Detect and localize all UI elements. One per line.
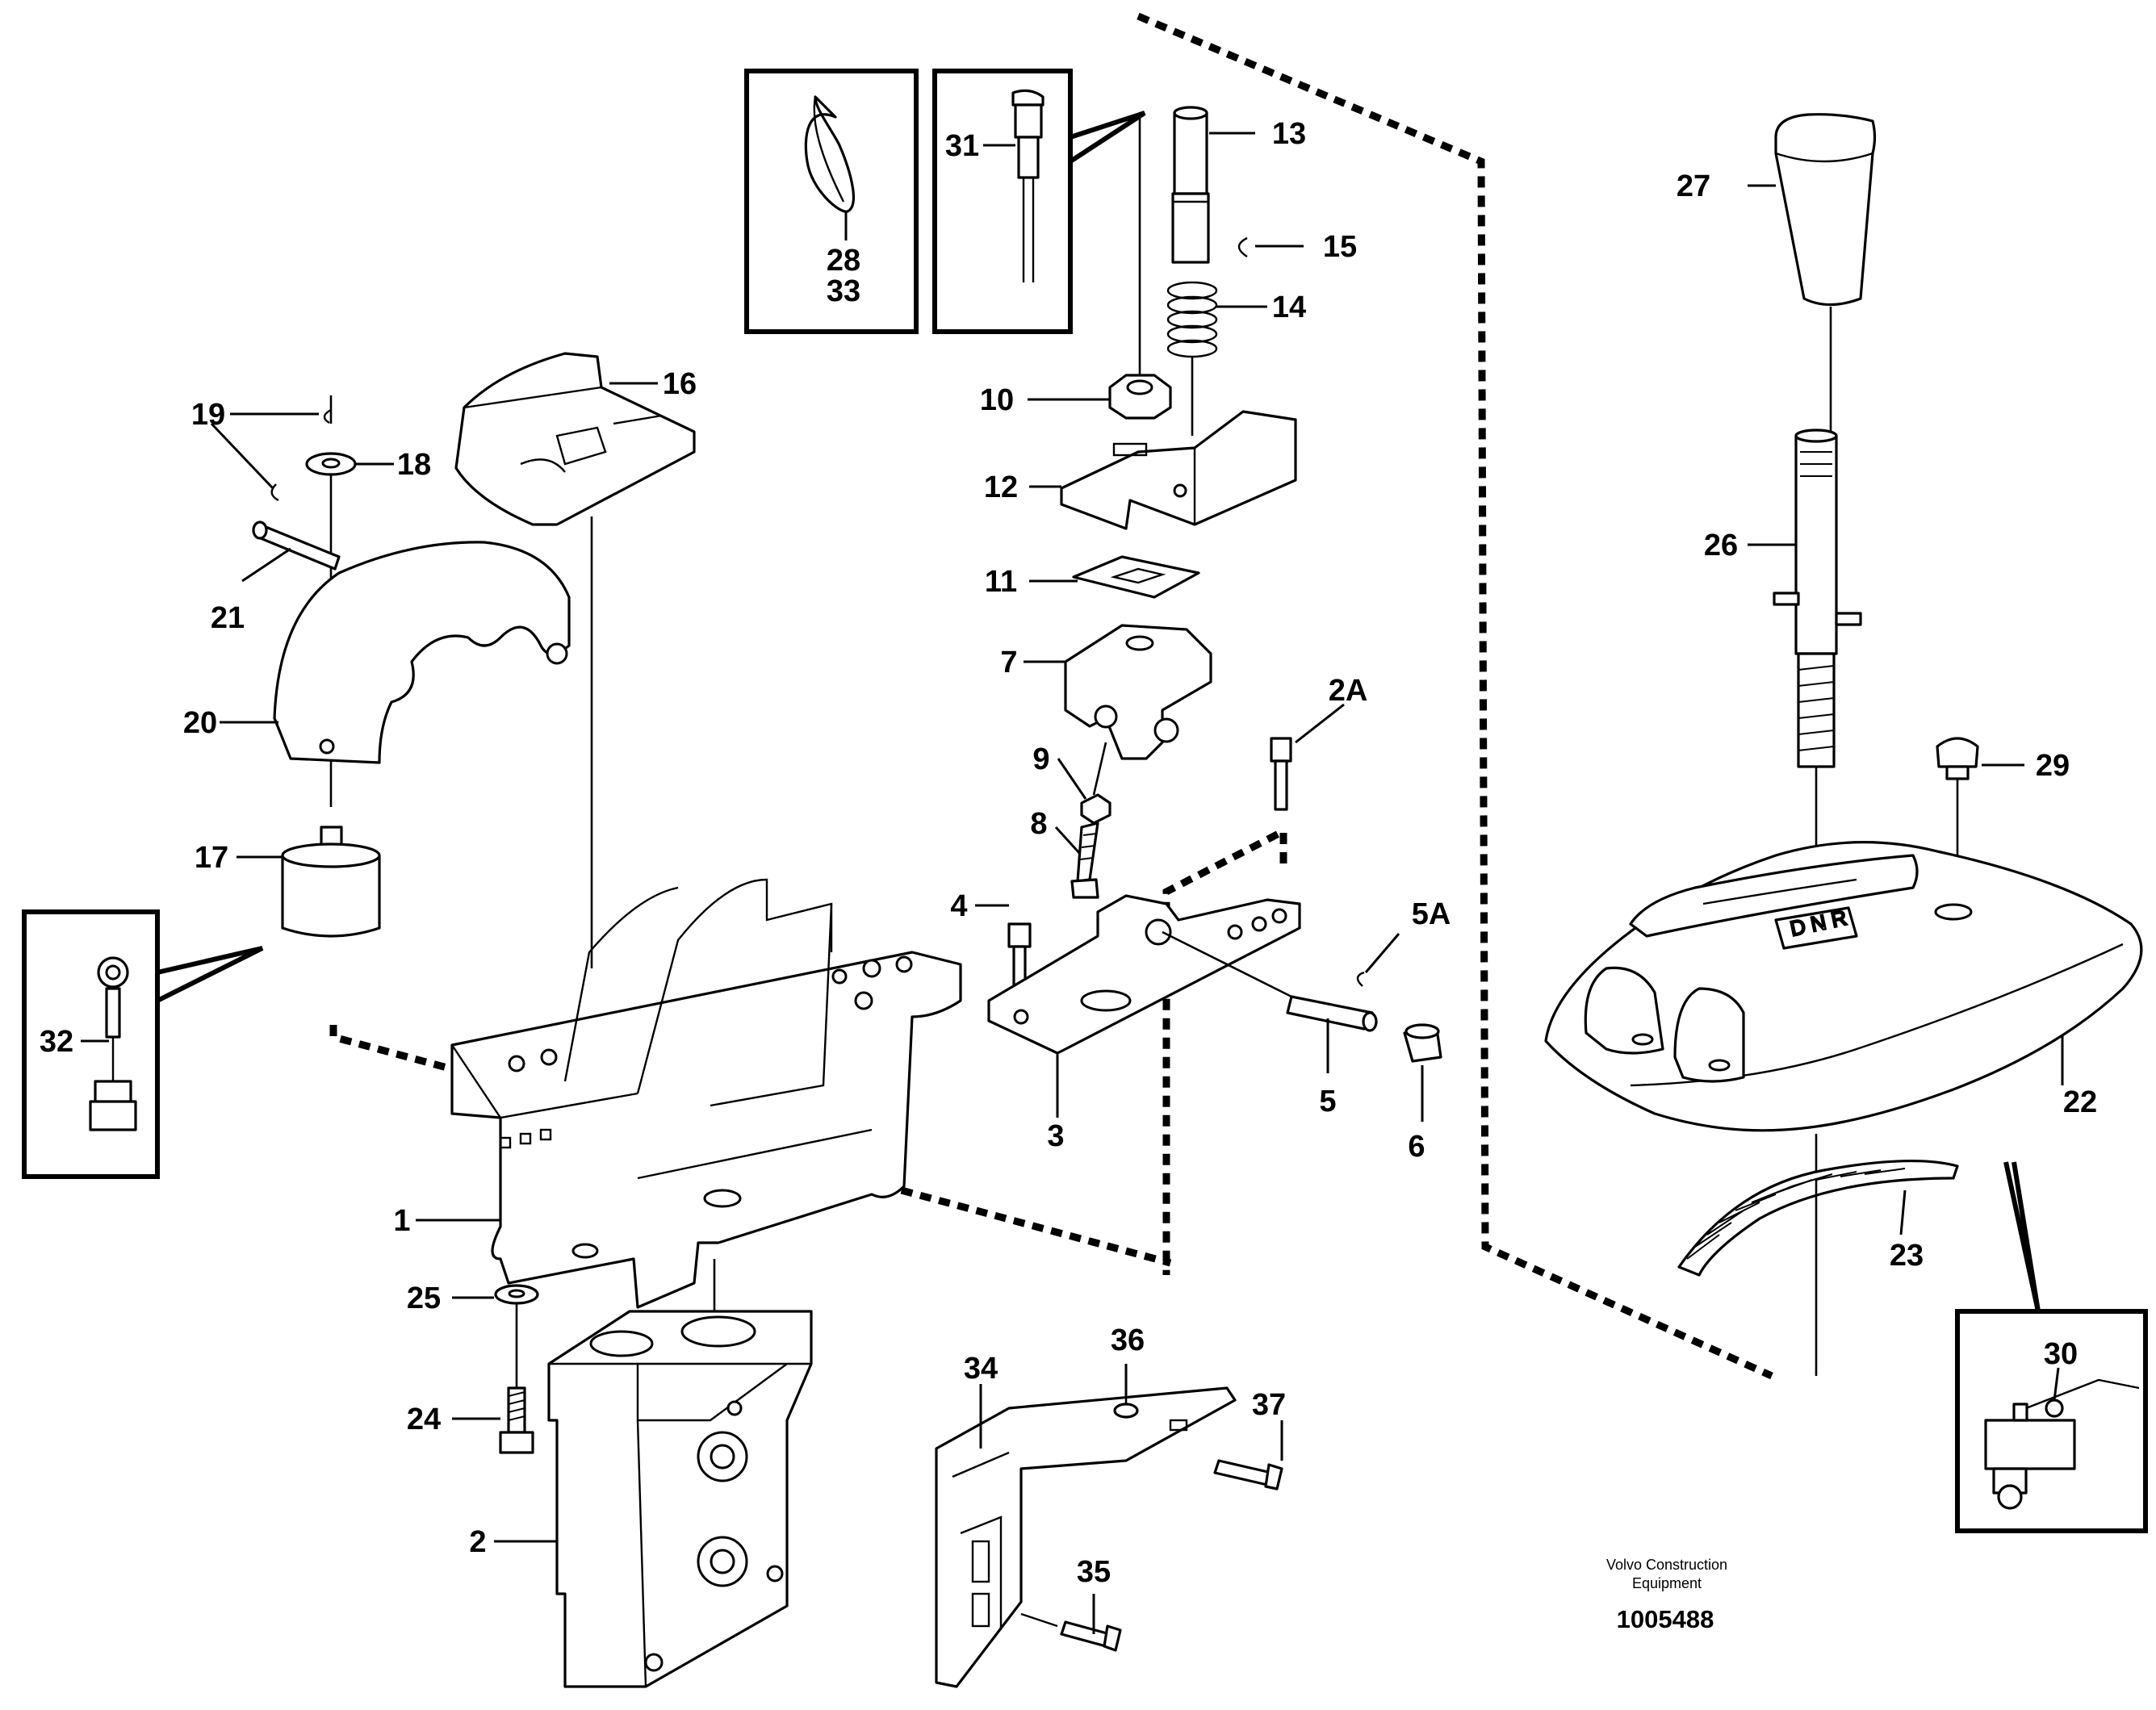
inset-microswitch — [1955, 1161, 2148, 1533]
part-12-lever-plate — [1060, 410, 1297, 530]
label-32: 32 — [40, 1025, 73, 1059]
brand-line-2: Equipment — [1632, 1575, 1702, 1591]
part-11-shim — [1072, 555, 1200, 599]
part-5A-clip — [1356, 971, 1365, 987]
inset-sensor-rod — [22, 909, 264, 1179]
label-3: 3 — [1047, 1119, 1064, 1153]
part-10-nut — [1108, 113, 1172, 420]
part-24-bolt — [499, 1386, 534, 1454]
part-26-lever — [1773, 429, 1862, 880]
label-22: 22 — [2063, 1085, 2097, 1119]
label-14: 14 — [1272, 291, 1306, 324]
label-17: 17 — [195, 841, 228, 875]
part-1-main-frame — [450, 878, 962, 1309]
label-34: 34 — [964, 1352, 998, 1386]
part-2A-screw — [1270, 737, 1292, 811]
label-26: 26 — [1704, 529, 1738, 562]
part-19-second-clip — [270, 483, 279, 502]
label-28: 28 — [827, 244, 860, 278]
part-labels: 1 2 2A 3 4 5 5A 6 7 8 9 10 11 12 13 14 1… — [40, 117, 2097, 1589]
part-27-knob — [1774, 113, 1877, 432]
label-24: 24 — [407, 1403, 441, 1436]
label-19: 19 — [191, 398, 225, 432]
part-37-bolt — [1213, 1459, 1283, 1491]
label-9: 9 — [1032, 742, 1049, 776]
label-10: 10 — [980, 383, 1014, 417]
label-27: 27 — [1677, 169, 1710, 203]
document-number: 1005488 — [1617, 1605, 1714, 1633]
part-20-bracket — [273, 541, 571, 764]
part-25-washer — [494, 1284, 539, 1388]
part-19-clip — [323, 395, 333, 424]
part-13-sleeve — [1171, 106, 1210, 264]
label-16: 16 — [663, 367, 697, 401]
part-23-seal-strip — [1677, 1160, 1959, 1376]
part-35-bolt — [1020, 1612, 1122, 1652]
part-34-bracket — [935, 1386, 1237, 1688]
brand-footer: Volvo Construction Equipment 1005488 — [1606, 1557, 1727, 1633]
part-14-spring — [1166, 281, 1218, 436]
part-5-pin — [1162, 930, 1378, 1032]
label-4: 4 — [950, 889, 967, 923]
part-17-damper — [281, 826, 381, 938]
label-12: 12 — [984, 470, 1018, 504]
part-8-bolt — [1070, 822, 1099, 899]
label-13: 13 — [1272, 117, 1306, 151]
part-22-gear-cover: D N R — [1544, 841, 2143, 1178]
label-33: 33 — [827, 274, 860, 308]
label-23: 23 — [1890, 1239, 1924, 1273]
label-11: 11 — [985, 565, 1017, 599]
inset-cable-tie — [744, 69, 919, 334]
part-21-pin — [252, 521, 341, 571]
label-35: 35 — [1077, 1555, 1111, 1589]
part-2-valve-block — [547, 1259, 813, 1688]
label-20: 20 — [183, 706, 217, 740]
leader-lines — [210, 132, 2064, 1634]
label-8: 8 — [1030, 807, 1047, 841]
label-5A: 5A — [1412, 897, 1451, 931]
label-37: 37 — [1252, 1388, 1286, 1422]
label-2A: 2A — [1329, 674, 1368, 708]
label-7: 7 — [1000, 646, 1017, 679]
label-25: 25 — [407, 1281, 441, 1315]
label-31: 31 — [945, 129, 979, 163]
part-9-nut — [1080, 742, 1111, 825]
label-29: 29 — [2036, 749, 2070, 783]
inset-lamp — [932, 69, 1146, 334]
part-15-clip — [1237, 236, 1248, 258]
part-6-bushing — [1403, 1023, 1442, 1063]
label-5: 5 — [1319, 1085, 1336, 1118]
label-21: 21 — [211, 601, 245, 635]
label-18: 18 — [397, 448, 431, 482]
part-16-gate-cover — [454, 352, 696, 968]
label-2: 2 — [469, 1525, 486, 1559]
label-36: 36 — [1111, 1323, 1145, 1357]
label-30: 30 — [2044, 1337, 2078, 1371]
brand-line-1: Volvo Construction — [1606, 1557, 1727, 1573]
part-7-bearing-block — [1064, 624, 1212, 760]
label-6: 6 — [1408, 1130, 1425, 1164]
label-15: 15 — [1323, 230, 1357, 264]
label-1: 1 — [393, 1204, 410, 1238]
